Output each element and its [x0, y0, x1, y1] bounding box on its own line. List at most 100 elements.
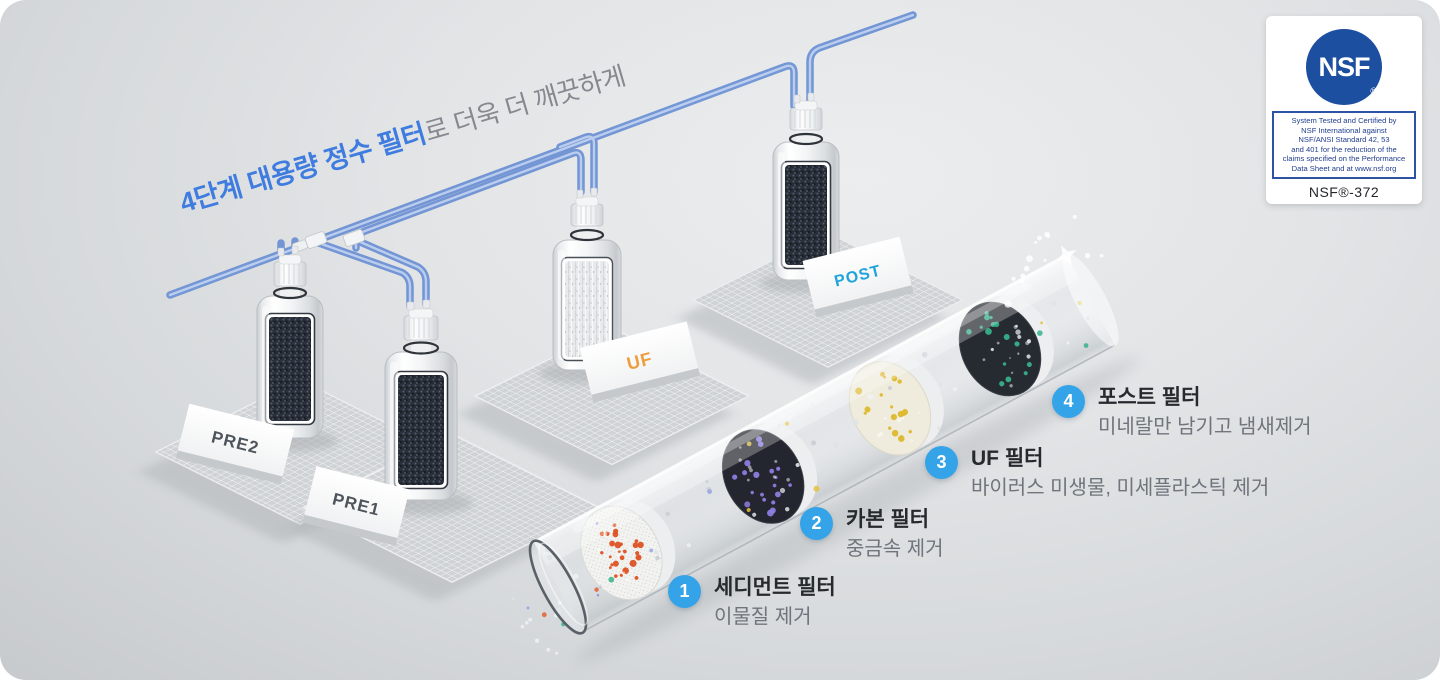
step-1-desc: 이물질 제거 — [714, 606, 812, 628]
particle — [938, 382, 943, 387]
particle — [779, 487, 786, 494]
particle — [1014, 341, 1020, 347]
particle — [614, 541, 622, 549]
step-2-badge: 2 — [800, 507, 833, 540]
particle — [1083, 343, 1089, 348]
sparkle-icon — [1056, 245, 1077, 265]
particle — [586, 521, 591, 526]
post-label-plate: POST — [802, 236, 914, 318]
particle — [750, 490, 754, 495]
particle — [1044, 231, 1050, 238]
step-4-name: 포스트 필터 — [1098, 386, 1201, 409]
particle — [752, 512, 757, 517]
step-2-name: 카본 필터 — [846, 508, 930, 531]
particle — [1043, 258, 1047, 262]
particle — [524, 621, 529, 625]
particle — [599, 531, 605, 537]
nsf-cert-line: System Tested and Certified by — [1291, 116, 1397, 125]
nsf-cert-text: System Tested and Certified by NSF Inter… — [1272, 111, 1416, 179]
particle — [788, 483, 792, 487]
particle — [996, 341, 1000, 345]
particle — [732, 474, 738, 480]
particle — [595, 521, 599, 525]
particle — [1009, 357, 1011, 359]
particle — [744, 501, 751, 508]
particle — [1019, 277, 1025, 284]
particle — [623, 539, 627, 542]
particle — [921, 351, 928, 358]
pipe-post-out — [806, 11, 917, 110]
particle — [573, 573, 579, 579]
particle — [776, 466, 781, 471]
particle — [746, 478, 750, 482]
particle — [707, 489, 712, 494]
sediment-disc — [580, 499, 676, 601]
particle — [1037, 235, 1042, 241]
particle — [897, 379, 902, 384]
particle — [769, 507, 776, 514]
particle — [744, 459, 751, 467]
particle — [619, 555, 625, 561]
particle — [1023, 371, 1028, 376]
particle — [1034, 240, 1038, 244]
particle — [637, 541, 644, 549]
particle — [771, 500, 776, 505]
step-uf: 3 UF 필터 바이러스 미생물, 미세플라스틱 제거 — [925, 445, 1269, 502]
particle — [852, 419, 859, 425]
particle — [653, 550, 659, 555]
nsf-cert-line: NSF International against — [1301, 125, 1387, 135]
step-post: 4 포스트 필터 미네랄만 남기고 냄새제거 — [1052, 384, 1312, 441]
particle — [665, 511, 670, 516]
particle — [746, 507, 751, 512]
particle — [608, 555, 612, 559]
particle — [625, 578, 630, 582]
particle — [646, 540, 653, 547]
particle — [890, 413, 897, 421]
pre2-label-plate: PRE2 — [175, 403, 295, 485]
particle — [596, 594, 600, 597]
particle — [511, 597, 515, 601]
particle — [1011, 371, 1014, 374]
particle — [1004, 300, 1012, 308]
particle — [634, 576, 639, 580]
particle — [613, 528, 619, 534]
particle — [910, 438, 914, 442]
particle — [1002, 362, 1007, 366]
particle — [612, 560, 619, 567]
step-carbon: 2 카본 필터 중금속 제거 — [800, 506, 944, 563]
particle — [937, 426, 941, 430]
particle — [1099, 253, 1104, 258]
particle — [810, 403, 815, 407]
particle — [1026, 339, 1032, 344]
particle — [855, 387, 863, 395]
particle — [901, 411, 906, 417]
particle — [621, 571, 626, 575]
particle — [901, 416, 905, 420]
particle — [658, 564, 661, 568]
particle — [618, 549, 621, 552]
particle — [908, 429, 912, 434]
particle — [772, 483, 777, 488]
particle — [982, 358, 986, 362]
pre1-bottle — [369, 299, 473, 515]
particle — [594, 587, 599, 592]
particle — [1026, 255, 1033, 263]
pipe-uf-left — [352, 148, 585, 252]
particle — [609, 540, 615, 547]
step-4-badge: 4 — [1052, 385, 1085, 418]
step-1-name: 세디먼트 필터 — [714, 576, 836, 599]
particle — [832, 442, 839, 449]
particle — [528, 617, 533, 622]
particle — [1005, 376, 1012, 383]
pipe-network — [166, 11, 917, 310]
particle — [1051, 301, 1056, 306]
nsf-logo-text: NSF — [1318, 51, 1371, 82]
particle — [619, 542, 623, 546]
particle — [1037, 330, 1043, 336]
carbon-disc — [721, 422, 818, 524]
particle — [813, 485, 820, 492]
particle — [891, 375, 898, 382]
particle — [985, 328, 992, 335]
particle — [749, 468, 753, 473]
particle — [738, 446, 742, 449]
